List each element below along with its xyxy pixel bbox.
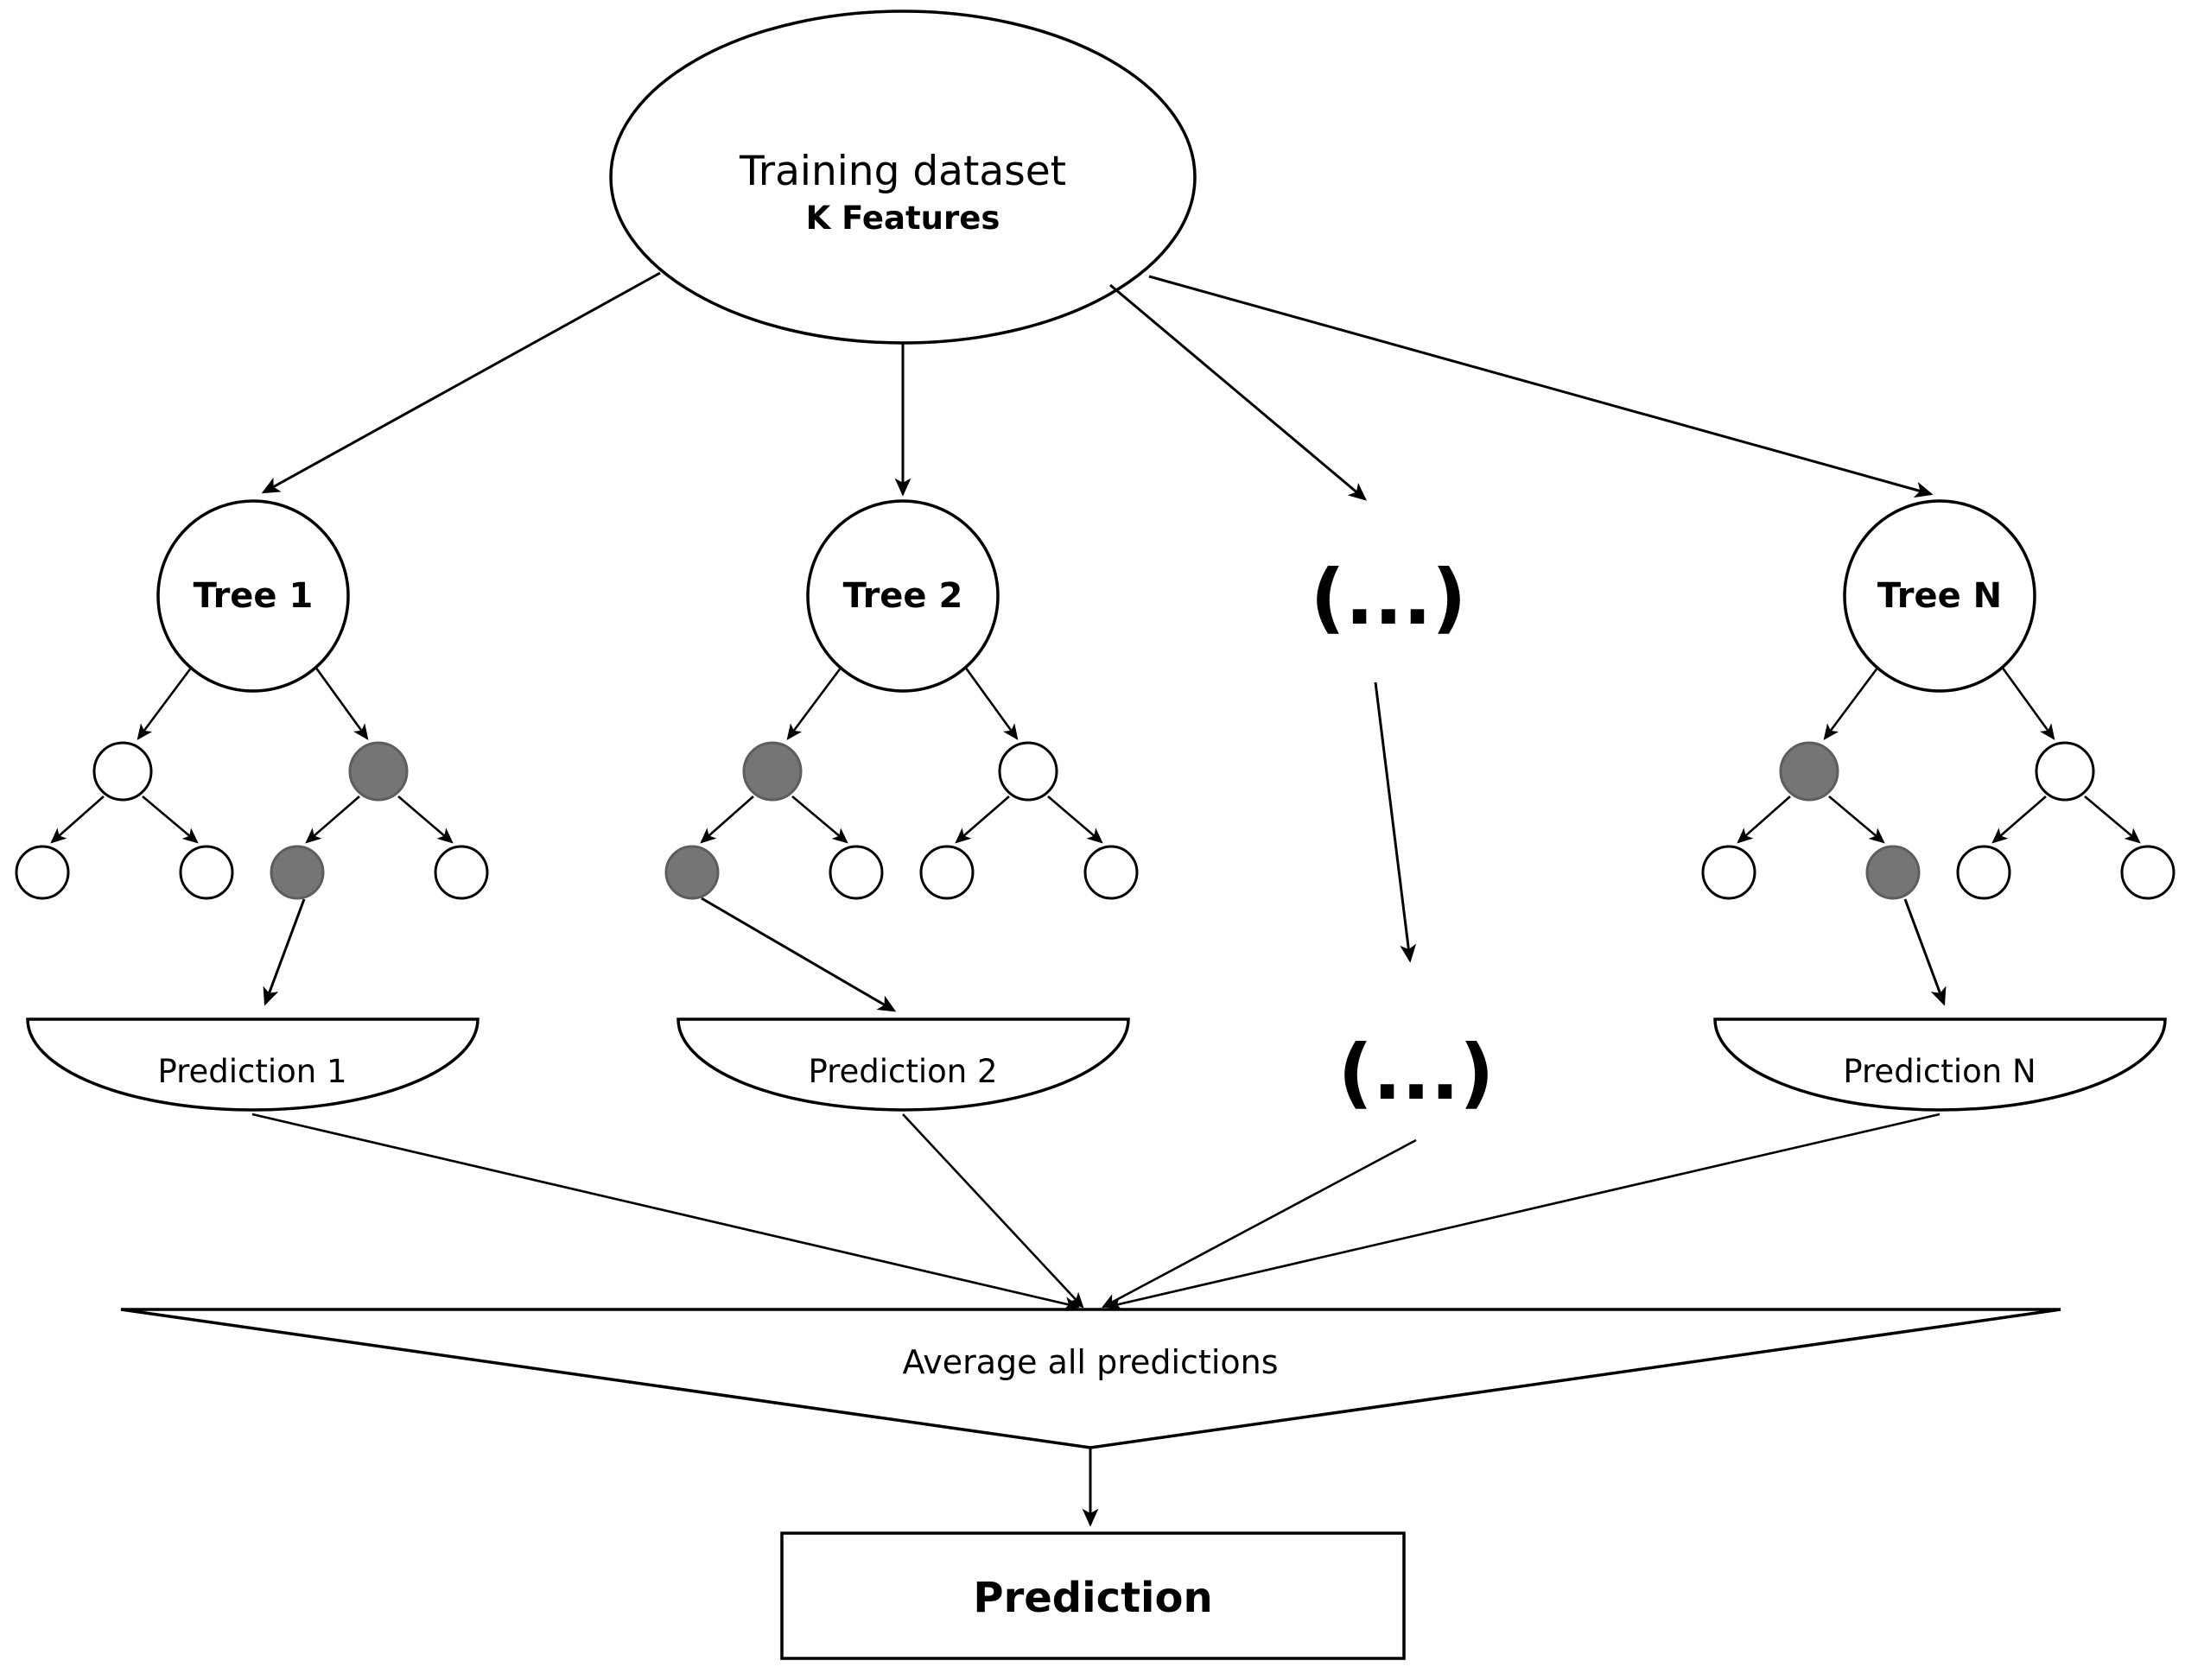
prediction-1-shape: [26, 1018, 480, 1112]
tree-1-node-left: [92, 741, 153, 802]
edge-predictionN-to-average: [1105, 1113, 1940, 1311]
training-dataset-subtitle: K Features: [806, 200, 1000, 237]
root-to-trees-edges: [261, 271, 1934, 501]
training-dataset-ellipse: [609, 10, 1197, 345]
training-dataset-node[interactable]: Training dataset K Features: [609, 10, 1197, 345]
prediction-2-node[interactable]: Prediction 2: [676, 1018, 1130, 1112]
tree-2-leaf-1: [664, 845, 720, 900]
tree-n-node-right: [2035, 741, 2095, 802]
prediction-n-node[interactable]: Prediction N: [1713, 1018, 2167, 1112]
final-prediction-label: Prediction: [973, 1574, 1212, 1622]
tree-1-group[interactable]: Tree 1: [15, 499, 489, 1006]
prediction-n-shape: [1713, 1018, 2167, 1112]
edge-predictionellipsis-to-average: [1101, 1138, 1417, 1309]
final-prediction-node[interactable]: Prediction: [780, 1531, 1406, 1660]
edge-tree2-left-leaf1: [700, 796, 754, 844]
edge-root-to-ellipsis: [1109, 283, 1368, 501]
edge-tree1-root-right: [314, 666, 369, 740]
tree-n-group[interactable]: Tree N: [1701, 499, 2175, 1006]
tree-ellipsis-label: (...): [1311, 553, 1467, 642]
edge-tree2-right-leaf2: [1047, 796, 1103, 844]
edge-tree1-right-leaf2: [397, 796, 454, 844]
edge-tree2-right-leaf1: [955, 796, 1010, 844]
tree-1-leaf-3: [270, 845, 325, 900]
edge-prediction1-to-average: [251, 1113, 1081, 1311]
prediction-1-label: Prediction 1: [157, 1053, 346, 1090]
tree-1-leaf-2: [179, 845, 234, 900]
edge-treen-right-leaf1: [1991, 796, 2047, 844]
edge-tree2-leaf-to-prediction: [701, 897, 897, 1012]
edge-tree2-root-right: [963, 666, 1019, 740]
tree-2-label: Tree 2: [843, 576, 963, 616]
prediction-ellipsis-label: (...): [1338, 1028, 1495, 1117]
edge-treen-leaf-to-prediction: [1903, 898, 1947, 1006]
average-triangle-shape: [120, 1308, 2061, 1449]
tree-2-node-left: [742, 741, 803, 802]
edge-ellipsis-to-prediction-ellipsis: [1374, 682, 1417, 963]
tree-n-leaf-4: [2120, 845, 2175, 900]
tree-1-root-circle: [156, 499, 350, 693]
tree-2-group[interactable]: Tree 2: [664, 499, 1139, 1012]
predictions-to-average-edges: [251, 1113, 1940, 1311]
edge-tree1-root-left: [137, 666, 194, 740]
tree-2-leaf-4: [1083, 845, 1139, 900]
edge-treen-left-leaf2: [1828, 796, 1885, 844]
tree-2-node-right: [998, 741, 1058, 802]
edge-treen-root-left: [1823, 666, 1880, 740]
edge-prediction2-to-average: [902, 1113, 1084, 1309]
average-all-predictions-label: Average all predictions: [902, 1343, 1278, 1381]
prediction-2-shape: [676, 1018, 1130, 1112]
tree-2-leaf-3: [919, 845, 975, 900]
average-all-predictions-node[interactable]: Average all predictions: [120, 1308, 2061, 1449]
edge-tree1-left-leaf2: [142, 796, 199, 844]
tree-n-label: Tree N: [1877, 576, 2002, 616]
tree-1-leaf-4: [434, 845, 489, 900]
edge-root-to-treeN: [1148, 275, 1934, 498]
prediction-1-node[interactable]: Prediction 1: [26, 1018, 480, 1112]
prediction-2-label: Prediction 2: [808, 1053, 997, 1090]
edge-root-to-tree1: [261, 271, 661, 494]
edge-treen-right-leaf2: [2084, 796, 2141, 844]
edge-treen-root-right: [2000, 666, 2055, 740]
tree-n-leaf-1: [1701, 845, 1756, 900]
tree-1-node-right: [348, 741, 409, 802]
edge-tree2-left-leaf2: [791, 796, 848, 844]
tree-1-label: Tree 1: [194, 576, 314, 616]
tree-ellipsis-group: (...) (...): [1311, 553, 1495, 1117]
final-prediction-box: [780, 1531, 1406, 1660]
tree-1-leaf-1: [15, 845, 70, 900]
tree-n-leaf-3: [1956, 845, 2011, 900]
tree-2-leaf-2: [829, 845, 884, 900]
edge-treen-left-leaf1: [1737, 796, 1791, 844]
training-dataset-title: Training dataset: [739, 148, 1066, 195]
tree-2-root-circle: [806, 499, 1000, 693]
tree-n-leaf-2: [1865, 845, 1921, 900]
edge-tree1-leaf-to-prediction: [263, 898, 306, 1006]
edge-tree1-left-leaf1: [50, 796, 105, 844]
prediction-n-label: Prediction N: [1843, 1053, 2036, 1090]
tree-n-root-circle: [1843, 499, 2036, 693]
tree-n-node-left: [1779, 741, 1839, 802]
edge-tree1-right-leaf1: [305, 796, 360, 844]
edge-tree2-root-left: [786, 666, 843, 740]
